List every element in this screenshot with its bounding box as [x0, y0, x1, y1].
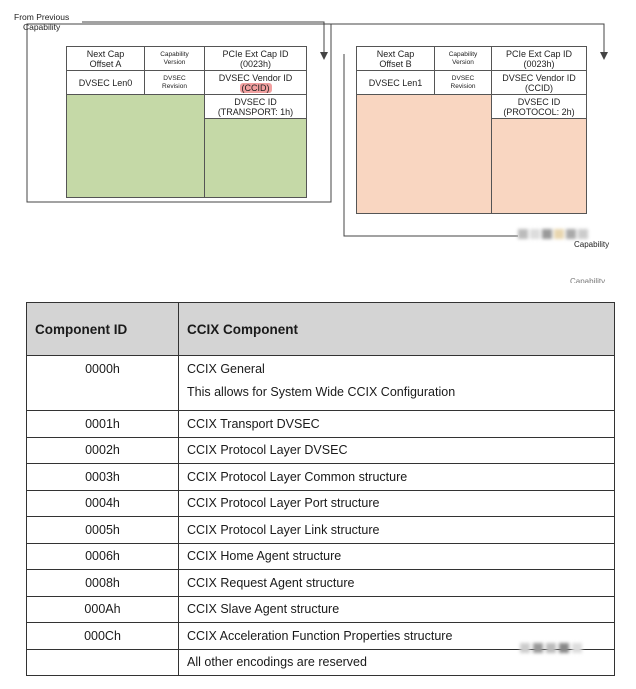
- left-vendor-id-line2: (CCID): [239, 82, 272, 93]
- component-cell: CCIX Slave Agent structure: [178, 595, 615, 623]
- component-cell: CCIX Transport DVSEC: [178, 410, 615, 438]
- component-cell: CCIX Protocol Layer Link structure: [178, 516, 615, 544]
- left-capability-version: Capability Version: [144, 46, 205, 71]
- right-frame-anchor: [331, 24, 332, 25]
- right-fill-area: [356, 94, 492, 214]
- left-dvsec-revision-text: DVSEC Revision: [162, 74, 187, 90]
- right-dvsec-len-text: DVSEC Len1: [368, 77, 423, 88]
- component-cell: CCIX Protocol Layer DVSEC: [178, 436, 615, 464]
- right-top-connector: [331, 23, 605, 58]
- right-dvsec-revision-text: DVSEC Revision: [450, 74, 476, 90]
- capability-label-cutoff: Capability: [570, 277, 606, 283]
- right-dvsec-id: DVSEC ID (PROTOCOL: 2h): [491, 94, 587, 119]
- table-row: 0004h CCIX Protocol Layer Port structure: [26, 489, 615, 517]
- arrow-head-right: [600, 52, 608, 60]
- right-fill-area-2: [491, 118, 587, 214]
- right-vendor-id-line1: DVSEC Vendor ID: [502, 72, 576, 83]
- connector-lines: [26, 21, 608, 237]
- component-cell: CCIX General This allows for System Wide…: [178, 355, 615, 411]
- component-cell: CCIX Request Agent structure: [178, 569, 615, 597]
- table-row: 000Ah CCIX Slave Agent structure: [26, 595, 615, 623]
- header-component-id: Component ID: [26, 302, 179, 356]
- left-fill-area: [66, 94, 205, 198]
- table-row: 0000h CCIX General This allows for Syste…: [26, 355, 615, 411]
- left-pcie-ext-cap-text: PCIe Ext Cap ID (0023h): [222, 48, 289, 69]
- table-row: 0003h CCIX Protocol Layer Common structu…: [26, 463, 615, 491]
- right-vendor-id-line2: (CCID): [525, 82, 553, 93]
- right-dvsec-len: DVSEC Len1: [356, 70, 435, 95]
- right-dvsec-vendor-id: DVSEC Vendor ID (CCID): [491, 70, 587, 95]
- component-name: CCIX General: [187, 362, 265, 376]
- left-capability-frame: [26, 23, 332, 203]
- capability-label-right: Capability: [574, 240, 610, 249]
- component-id-cell: 0006h: [26, 542, 179, 570]
- left-dvsec-id: DVSEC ID (TRANSPORT: 1h): [204, 94, 307, 119]
- table-row: All other encodings are reserved: [26, 648, 615, 676]
- from-previous-connector: [82, 21, 325, 58]
- component-id-cell: 0001h: [26, 410, 179, 438]
- table-row: 0002h CCIX Protocol Layer DVSEC: [26, 436, 615, 464]
- component-id-cell: 000Ah: [26, 595, 179, 623]
- right-next-cap-offset: Next Cap Offset B: [356, 46, 435, 71]
- left-dvsec-len: DVSEC Len0: [66, 70, 145, 95]
- component-id-cell: [26, 648, 179, 676]
- right-capability-version: Capability Version: [434, 46, 492, 71]
- component-cell: CCIX Protocol Layer Port structure: [178, 489, 615, 517]
- table-row: 0001h CCIX Transport DVSEC: [26, 410, 615, 438]
- component-note: This allows for System Wide CCIX Configu…: [187, 385, 456, 399]
- left-cap-version-text: Capability Version: [160, 50, 189, 66]
- header-ccix-component: CCIX Component: [178, 302, 615, 356]
- left-vendor-id-line1: DVSEC Vendor ID: [218, 72, 293, 83]
- ccix-component-table: Component ID CCIX Component 0000h CCIX G…: [26, 302, 615, 676]
- component-id-cell: 000Ch: [26, 622, 179, 650]
- component-id-cell: 0002h: [26, 436, 179, 464]
- blurred-watermark-top: [518, 226, 608, 240]
- right-cap-version-text: Capability Version: [448, 50, 478, 66]
- left-next-cap-offset: Next Cap Offset A: [66, 46, 145, 71]
- component-id-cell: 0004h: [26, 489, 179, 517]
- right-bottom-connector: [343, 54, 518, 237]
- table-header-row: Component ID CCIX Component: [26, 302, 615, 356]
- component-id-cell: 0000h: [26, 355, 179, 411]
- right-dvsec-revision: DVSEC Revision: [434, 70, 492, 95]
- left-fill-area-2: [204, 118, 307, 198]
- left-dvsec-len-text: DVSEC Len0: [78, 77, 133, 88]
- component-cell: CCIX Protocol Layer Common structure: [178, 463, 615, 491]
- right-dvsec-id-text: DVSEC ID (PROTOCOL: 2h): [503, 96, 575, 117]
- component-cell: CCIX Home Agent structure: [178, 542, 615, 570]
- right-next-cap-text: Next Cap Offset B: [376, 48, 415, 69]
- table-row: 0005h CCIX Protocol Layer Link structure: [26, 516, 615, 544]
- left-dvsec-revision: DVSEC Revision: [144, 70, 205, 95]
- component-id-cell: 0005h: [26, 516, 179, 544]
- component-cell: All other encodings are reserved: [178, 648, 615, 676]
- component-id-cell: 0003h: [26, 463, 179, 491]
- left-dvsec-vendor-id: DVSEC Vendor ID (CCID): [204, 70, 307, 95]
- from-previous-label: From Previous Capability: [14, 12, 70, 32]
- arrow-head-left: [320, 52, 328, 60]
- left-dvsec-id-text: DVSEC ID (TRANSPORT: 1h): [217, 96, 294, 117]
- component-id-cell: 0008h: [26, 569, 179, 597]
- table-row: 0008h CCIX Request Agent structure: [26, 569, 615, 597]
- table-row: 0006h CCIX Home Agent structure: [26, 542, 615, 570]
- right-pcie-ext-cap-id: PCIe Ext Cap ID (0023h): [491, 46, 587, 71]
- right-pcie-ext-cap-text: PCIe Ext Cap ID (0023h): [505, 48, 573, 69]
- left-pcie-ext-cap-id: PCIe Ext Cap ID (0023h): [204, 46, 307, 71]
- blurred-watermark-bottom: [520, 640, 610, 654]
- left-next-cap-text: Next Cap Offset A: [86, 48, 125, 69]
